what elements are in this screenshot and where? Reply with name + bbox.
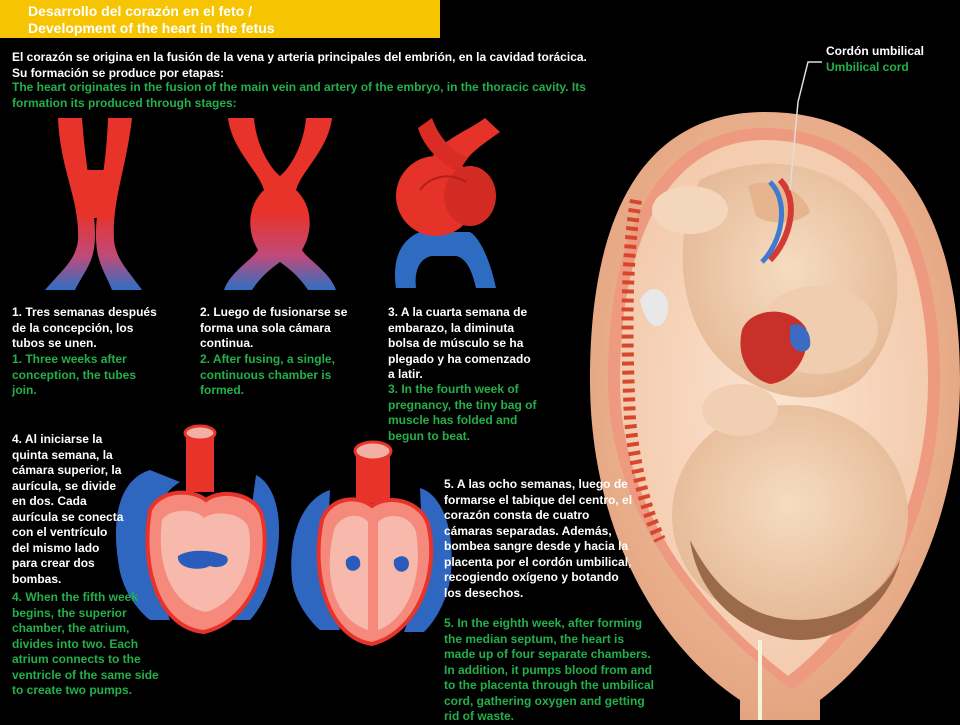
umbilical-label-english: Umbilical cord [826, 60, 909, 74]
stage2-text-english: 2. After fusing, a single, continuous ch… [200, 352, 335, 397]
stage4-heart [115, 424, 280, 635]
stage1-text-english: 1. Three weeks after conception, the tub… [12, 352, 137, 397]
stage1-text-spanish: 1. Tres semanas después de la concepción… [12, 305, 157, 350]
stage5-text-spanish: 5. A las ocho semanas, luego de formarse… [444, 477, 633, 600]
stage2-text-spanish: 2. Luego de fusionarse se forma una sola… [200, 305, 348, 350]
title-line-2: Development of the heart in the fetus [28, 20, 275, 36]
stage5-heart [291, 440, 452, 647]
umbilical-label-spanish: Cordón umbilical [826, 44, 925, 58]
umbilical-pointer [789, 61, 822, 191]
stage4-text-spanish: 4. Al iniciarse la quinta semana, la cám… [12, 432, 124, 586]
stage5-text-english: 5. In the eighth week, after forming the… [444, 616, 655, 723]
stage3-folded-heart [395, 118, 500, 288]
title-line-1: Desarrollo del corazón en el feto / [28, 3, 253, 19]
stage2-heart-chamber [224, 118, 336, 290]
stage3-text-english: 3. In the fourth week of pregnancy, the … [388, 382, 537, 443]
title-bar: Desarrollo del corazón en el feto / Deve… [0, 0, 440, 38]
intro-english: The heart originates in the fusion of th… [12, 80, 586, 110]
stage1-heart-tubes [45, 118, 142, 290]
uterus-with-fetus [590, 112, 960, 720]
stage3-text-spanish: 3. A la cuarta semana de embarazo, la di… [388, 305, 531, 381]
intro-spanish: El corazón se origina en la fusión de la… [12, 50, 587, 80]
stage4-text-english: 4. When the fifth week begins, the super… [12, 590, 159, 697]
